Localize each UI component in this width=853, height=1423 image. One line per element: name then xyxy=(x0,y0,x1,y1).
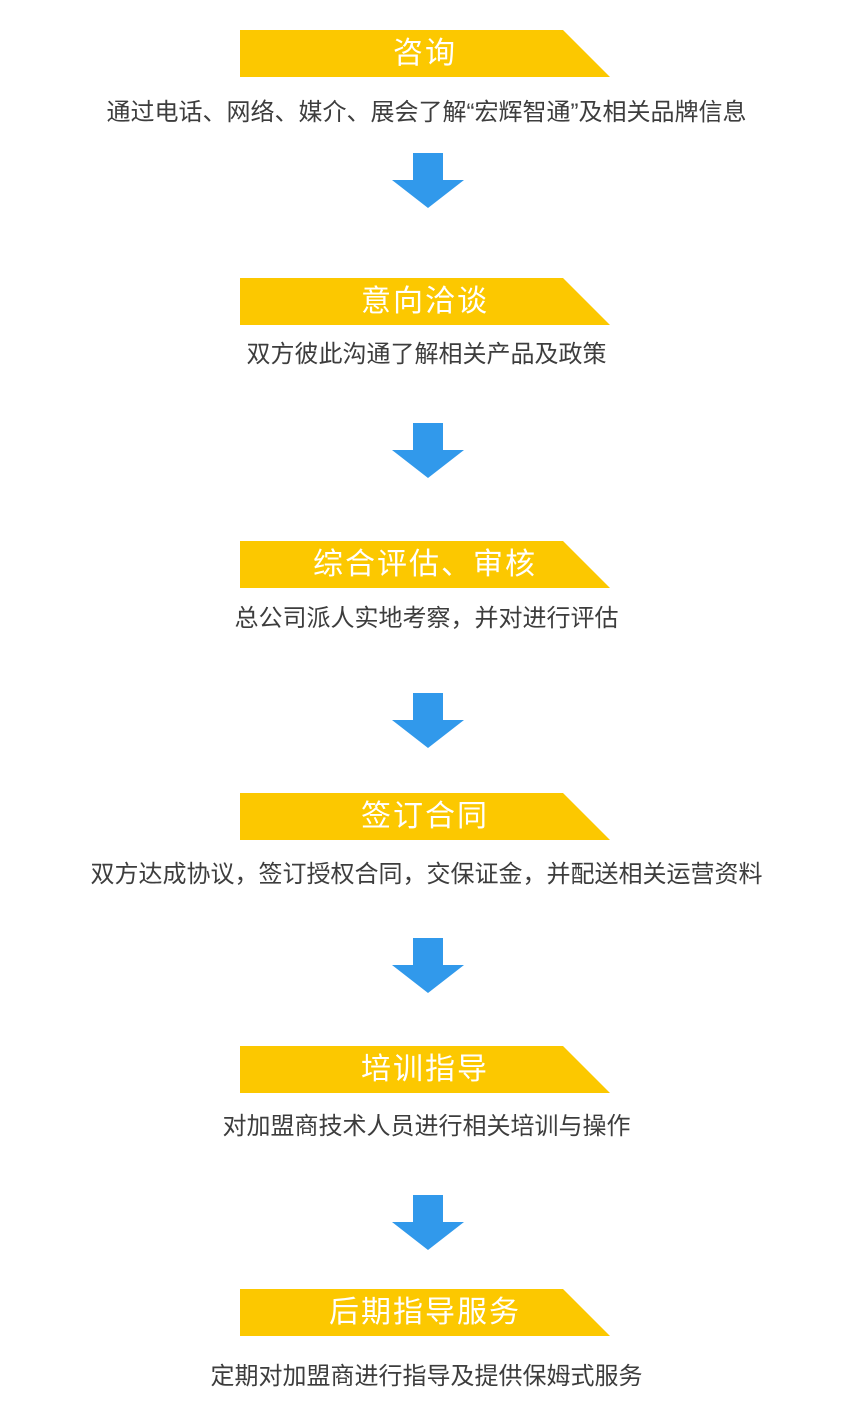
step-1-title: 咨询 xyxy=(393,37,457,70)
step-5-title: 培训指导 xyxy=(361,1053,489,1086)
down-arrow-icon xyxy=(392,1195,464,1250)
step-4-description: 双方达成协议，签订授权合同，交保证金，并配送相关运营资料 xyxy=(90,861,763,888)
step-3-description: 总公司派人实地考察，并对进行评估 xyxy=(234,605,619,632)
step-5-description: 对加盟商技术人员进行相关培训与操作 xyxy=(222,1113,631,1140)
down-arrow-icon xyxy=(392,938,464,993)
step-6-title: 后期指导服务 xyxy=(329,1296,521,1329)
step-4-banner: 签订合同 xyxy=(240,793,610,840)
step-3-title: 综合评估、审核 xyxy=(313,548,537,581)
step-2-title: 意向洽谈 xyxy=(361,285,489,318)
step-2-description: 双方彼此沟通了解相关产品及政策 xyxy=(246,341,607,368)
step-1-banner: 咨询 xyxy=(240,30,610,77)
step-6-description: 定期对加盟商进行指导及提供保姆式服务 xyxy=(210,1363,643,1390)
step-3-banner: 综合评估、审核 xyxy=(240,541,610,588)
down-arrow-icon xyxy=(392,693,464,748)
down-arrow-icon xyxy=(392,153,464,208)
step-4-title: 签订合同 xyxy=(361,800,489,833)
step-2-banner: 意向洽谈 xyxy=(240,278,610,325)
down-arrow-icon xyxy=(392,423,464,478)
step-1-description: 通过电话、网络、媒介、展会了解“宏辉智通”及相关品牌信息 xyxy=(106,99,747,126)
step-6-banner: 后期指导服务 xyxy=(240,1289,610,1336)
step-5-banner: 培训指导 xyxy=(240,1046,610,1093)
